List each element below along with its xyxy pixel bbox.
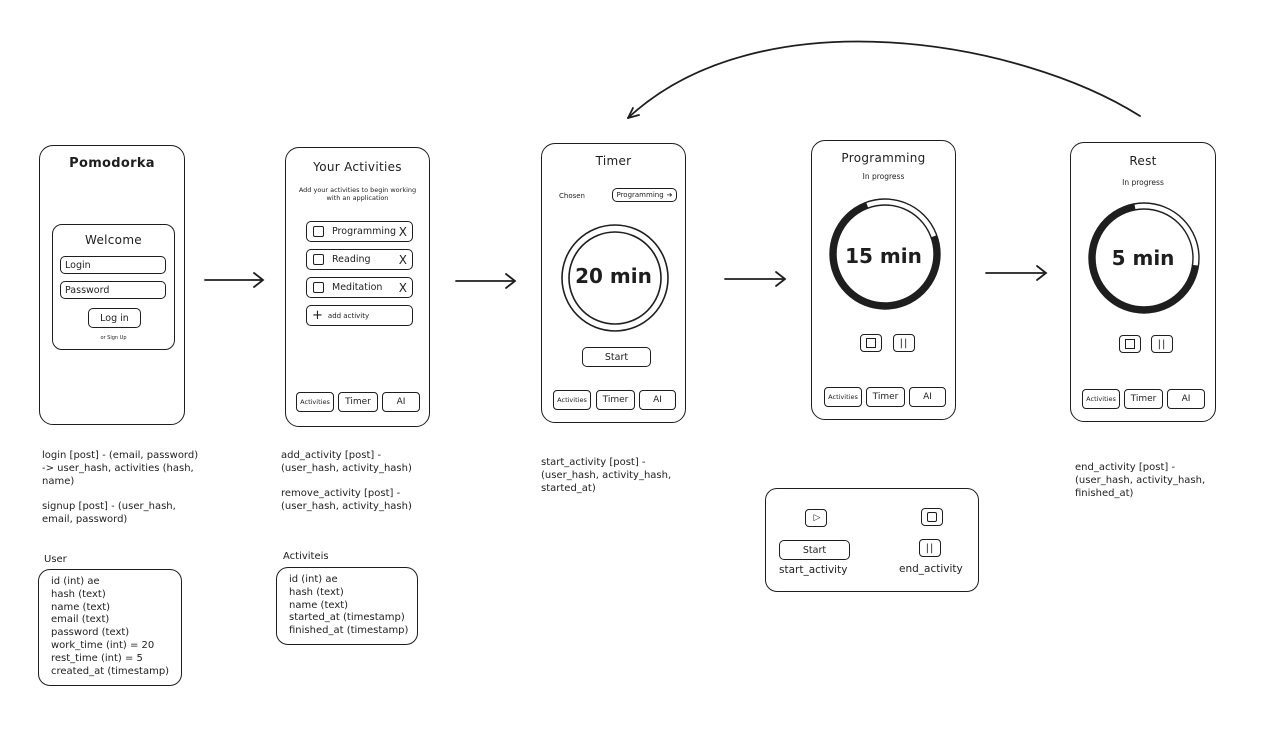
- timer-value: 20 min: [575, 264, 652, 288]
- activity-item-reading[interactable]: Reading X: [306, 249, 413, 270]
- activities-subtitle-2: with an application: [326, 194, 389, 202]
- login-button[interactable]: Log in: [88, 308, 141, 328]
- activities-screen: Your Activities Add your activities to b…: [285, 147, 430, 427]
- rest-screen: Rest In progress 5 min || Activities Tim…: [1070, 142, 1216, 422]
- nav-activities[interactable]: Activities: [553, 390, 591, 410]
- pause-icon[interactable]: ||: [1151, 335, 1173, 353]
- pause-icon[interactable]: ||: [893, 334, 915, 352]
- chosen-activity-select[interactable]: Programming ➔: [612, 188, 677, 202]
- nav-timer[interactable]: Timer: [338, 392, 378, 412]
- nav-ai[interactable]: AI: [639, 390, 676, 410]
- activity-checkbox[interactable]: [313, 282, 324, 293]
- arrow-work-to-rest: [985, 265, 1048, 281]
- add-activity-button[interactable]: + add activity: [306, 305, 413, 326]
- user-table: id (int) ae hash (text) name (text) emai…: [38, 569, 182, 686]
- note-login-endpoint: login [post] - (email, password) -> user…: [42, 450, 199, 487]
- work-time: 15 min: [845, 244, 922, 268]
- plus-icon: +: [312, 308, 323, 323]
- activities-title: Your Activities: [313, 160, 402, 174]
- nav-ai[interactable]: AI: [382, 392, 420, 412]
- nav-timer[interactable]: Timer: [596, 390, 635, 410]
- remove-icon[interactable]: X: [398, 224, 407, 239]
- play-icon[interactable]: ▷: [805, 509, 827, 527]
- controls-legend: ▷ Start || start_activity end_activity: [765, 488, 979, 592]
- arrow-right-icon: ➔: [666, 191, 673, 199]
- rest-status: In progress: [1122, 178, 1164, 187]
- chosen-activity-value: Programming: [616, 191, 664, 199]
- work-title: Programming: [841, 151, 926, 165]
- app-title: Pomodorka: [69, 156, 155, 171]
- nav-activities[interactable]: Activities: [296, 392, 334, 412]
- stop-icon[interactable]: [1119, 335, 1141, 353]
- rest-time: 5 min: [1111, 246, 1175, 270]
- activity-item-programming[interactable]: Programming X: [306, 221, 413, 242]
- rest-title: Rest: [1129, 154, 1157, 168]
- note-end-activity-endpoint: end_activity [post] - (user_hash, activi…: [1075, 462, 1206, 499]
- nav-activities[interactable]: Activities: [1082, 389, 1120, 409]
- password-placeholder: Password: [65, 284, 110, 296]
- user-table-fields: id (int) ae hash (text) name (text) emai…: [51, 576, 170, 677]
- note-remove-activity-endpoint: remove_activity [post] - (user_hash, act…: [281, 488, 412, 512]
- work-status: In progress: [862, 172, 905, 181]
- work-progress-arc: [830, 202, 940, 309]
- remove-icon[interactable]: X: [398, 280, 407, 295]
- start-activity-caption: start_activity: [779, 564, 848, 576]
- arrow-timer-to-work: [724, 271, 787, 287]
- note-signup-endpoint: signup [post] - (user_hash, email, passw…: [42, 501, 176, 525]
- timer-screen: Timer Chosen Programming ➔ 20 min Start …: [541, 143, 686, 423]
- activity-item-meditation[interactable]: Meditation X: [306, 277, 413, 298]
- start-button[interactable]: Start: [582, 347, 651, 367]
- timer-title: Timer: [595, 154, 632, 168]
- activity-label: Meditation: [332, 282, 383, 293]
- activity-checkbox[interactable]: [313, 226, 324, 237]
- activity-checkbox[interactable]: [313, 254, 324, 265]
- activity-label: Reading: [332, 254, 371, 265]
- nav-timer[interactable]: Timer: [866, 387, 905, 407]
- welcome-card: Welcome Login Password Log in or Sign Up: [52, 224, 175, 350]
- note-start-activity-endpoint: start_activity [post] - (user_hash, acti…: [541, 457, 672, 494]
- legend-start-button[interactable]: Start: [779, 540, 850, 560]
- signup-link[interactable]: or Sign Up: [100, 335, 127, 341]
- nav-ai[interactable]: AI: [1167, 389, 1205, 409]
- activities-subtitle-1: Add your activities to begin working: [298, 186, 417, 194]
- login-field[interactable]: Login: [60, 256, 166, 274]
- nav-ai[interactable]: AI: [909, 387, 946, 407]
- legend-start-label: Start: [802, 544, 827, 556]
- work-screen: Programming In progress 15 min || Activi…: [811, 140, 956, 420]
- pause-icon[interactable]: ||: [919, 539, 941, 557]
- rest-progress-ring: [1088, 202, 1200, 314]
- chosen-label: Chosen: [559, 192, 585, 200]
- arrow-activities-to-timer: [455, 273, 517, 289]
- add-activity-label: add activity: [327, 311, 370, 320]
- rest-progress-arc: [1089, 203, 1199, 313]
- note-add-activity-endpoint: add_activity [post] - (user_hash, activi…: [281, 450, 412, 474]
- stop-icon[interactable]: [860, 334, 882, 352]
- login-screen: Pomodorka Welcome Login Password Log in …: [39, 145, 185, 425]
- welcome-heading: Welcome: [85, 233, 142, 247]
- activities-table: id (int) ae hash (text) name (text) star…: [276, 567, 418, 645]
- activities-table-fields: id (int) ae hash (text) name (text) star…: [289, 574, 409, 637]
- nav-timer[interactable]: Timer: [1124, 389, 1163, 409]
- start-button-label: Start: [604, 351, 629, 363]
- stop-icon[interactable]: [921, 508, 943, 526]
- activity-label: Programming: [332, 226, 397, 237]
- arrow-rest-back-to-timer: [627, 40, 1141, 119]
- nav-activities[interactable]: Activities: [824, 387, 862, 407]
- remove-icon[interactable]: X: [398, 252, 407, 267]
- activities-table-name: Activiteis: [283, 551, 329, 562]
- password-field[interactable]: Password: [60, 281, 166, 299]
- arrow-login-to-activities: [204, 272, 265, 288]
- login-placeholder: Login: [65, 259, 91, 271]
- login-button-label: Log in: [100, 312, 129, 324]
- user-table-name: User: [44, 554, 67, 565]
- work-progress-ring: [829, 198, 941, 310]
- timer-ring: [561, 224, 669, 332]
- end-activity-caption: end_activity: [899, 563, 963, 575]
